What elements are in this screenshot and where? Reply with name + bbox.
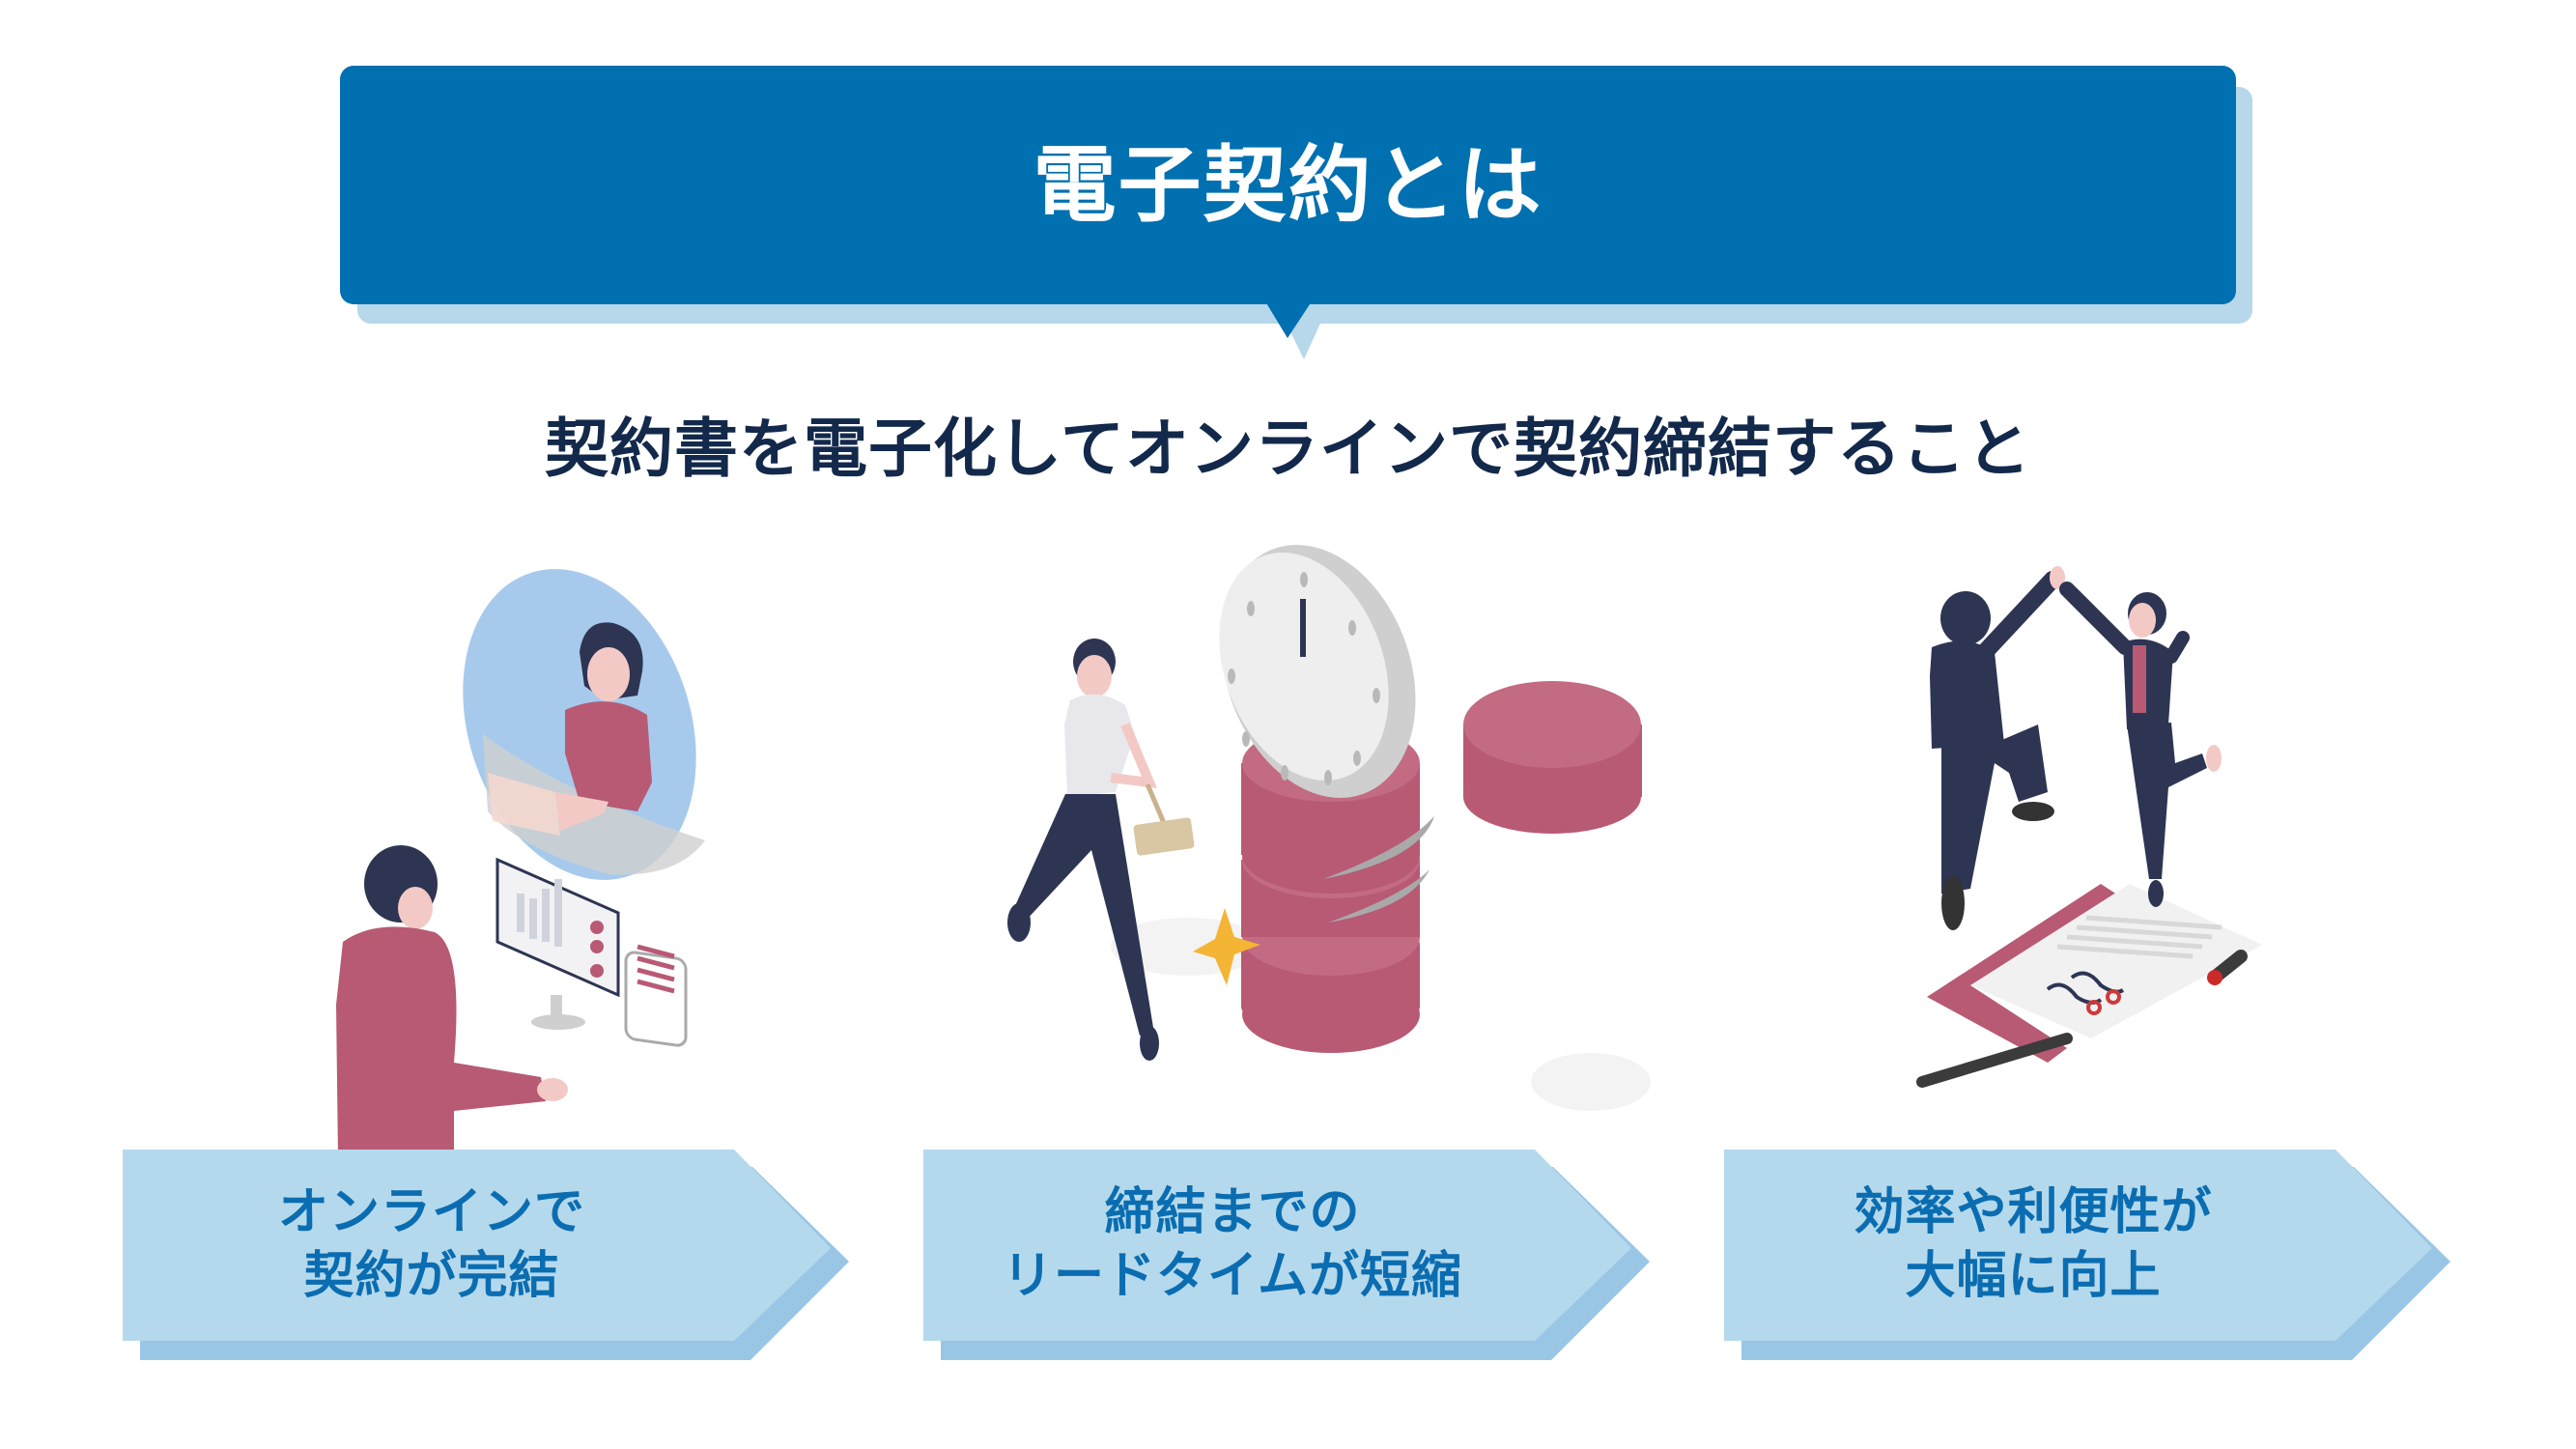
arrow-shape (1724, 1150, 2450, 1360)
arrow-shape (923, 1150, 1650, 1360)
lead-time-shortening-illustration (1007, 545, 1651, 1111)
high-five-contract-illustration (1916, 566, 2262, 1088)
benefit-line-2: リードタイムが短縮 (1003, 1247, 1462, 1305)
benefit-line-2: 契約が完結 (303, 1247, 560, 1305)
header-pointer (1265, 301, 1329, 359)
arrow-shape (123, 1150, 849, 1360)
benefit-label: 締結までの リードタイムが短縮 (923, 1148, 1542, 1341)
benefit-arrow-1: オンラインで 契約が完結 (123, 1148, 857, 1365)
page-title: 電子契約とは (1033, 136, 1543, 234)
benefit-label: 効率や利便性が 大幅に向上 (1724, 1148, 2342, 1341)
benefit-line-1: 締結までの (1104, 1183, 1361, 1241)
benefit-arrow-2: 締結までの リードタイムが短縮 (923, 1148, 1657, 1365)
header-banner: 電子契約とは (340, 66, 2236, 304)
benefit-label: オンラインで 契約が完結 (123, 1148, 741, 1341)
online-meeting-illustration (336, 569, 705, 1159)
benefit-line-1: オンラインで (277, 1183, 585, 1241)
benefit-arrow-3: 効率や利便性が 大幅に向上 (1724, 1148, 2458, 1365)
benefit-line-2: 大幅に向上 (1905, 1247, 2162, 1305)
definition-subtitle: 契約書を電子化してオンラインで契約締結すること (544, 412, 2032, 486)
benefit-line-1: 効率や利便性が (1854, 1183, 2213, 1241)
